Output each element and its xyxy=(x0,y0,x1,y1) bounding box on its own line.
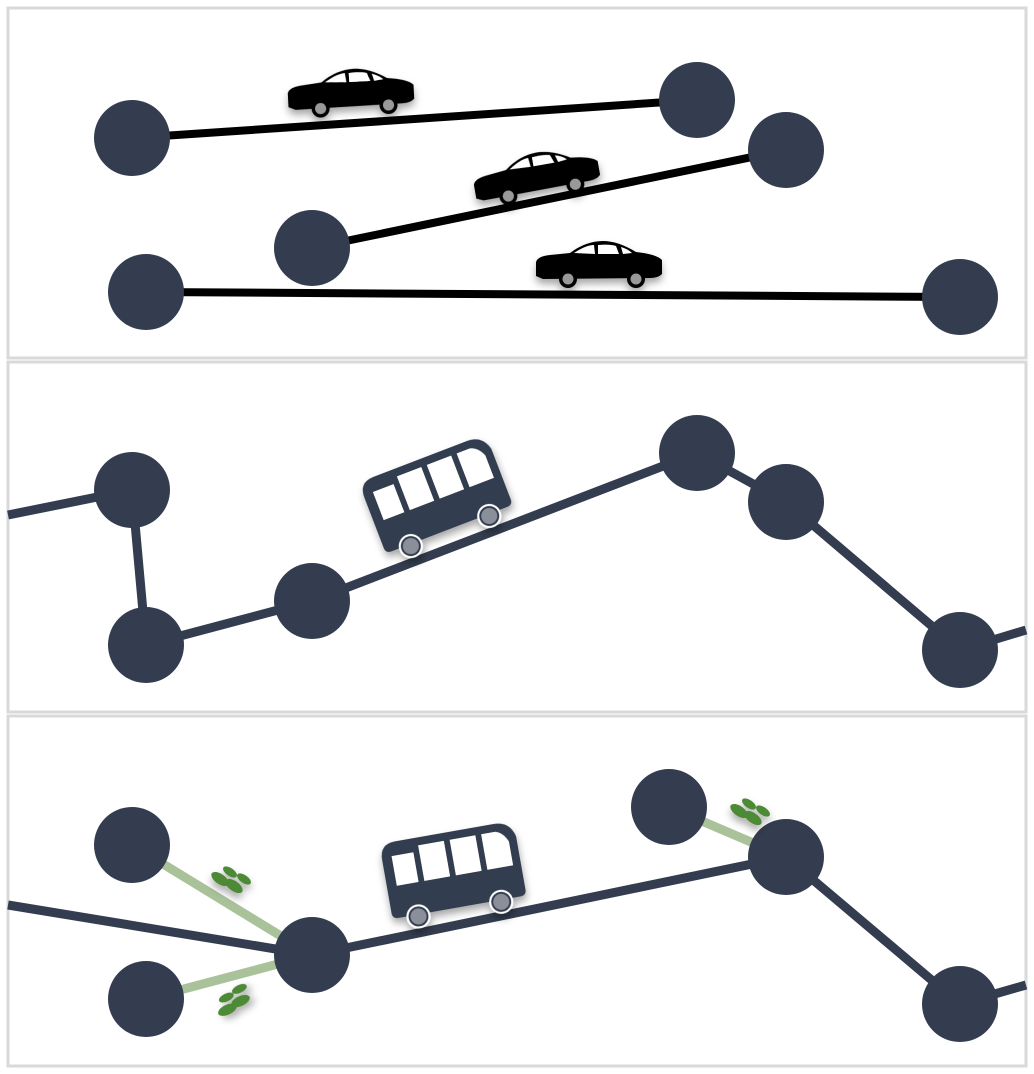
node xyxy=(274,917,350,993)
node xyxy=(659,62,735,138)
node xyxy=(94,100,170,176)
node xyxy=(748,464,824,540)
node xyxy=(108,607,184,683)
node xyxy=(274,563,350,639)
node xyxy=(108,254,184,330)
bus-panel xyxy=(6,360,1028,714)
node xyxy=(922,966,998,1042)
road xyxy=(131,96,698,142)
node xyxy=(922,259,998,335)
car-panel xyxy=(6,6,1028,360)
node xyxy=(94,452,170,528)
road xyxy=(311,146,787,252)
node xyxy=(274,210,350,286)
node xyxy=(108,961,184,1037)
node xyxy=(94,807,170,883)
node xyxy=(922,612,998,688)
node xyxy=(631,769,707,845)
bus-walk-panel xyxy=(6,714,1028,1068)
node xyxy=(659,415,735,491)
node xyxy=(748,112,824,188)
road xyxy=(145,288,961,301)
node xyxy=(748,819,824,895)
